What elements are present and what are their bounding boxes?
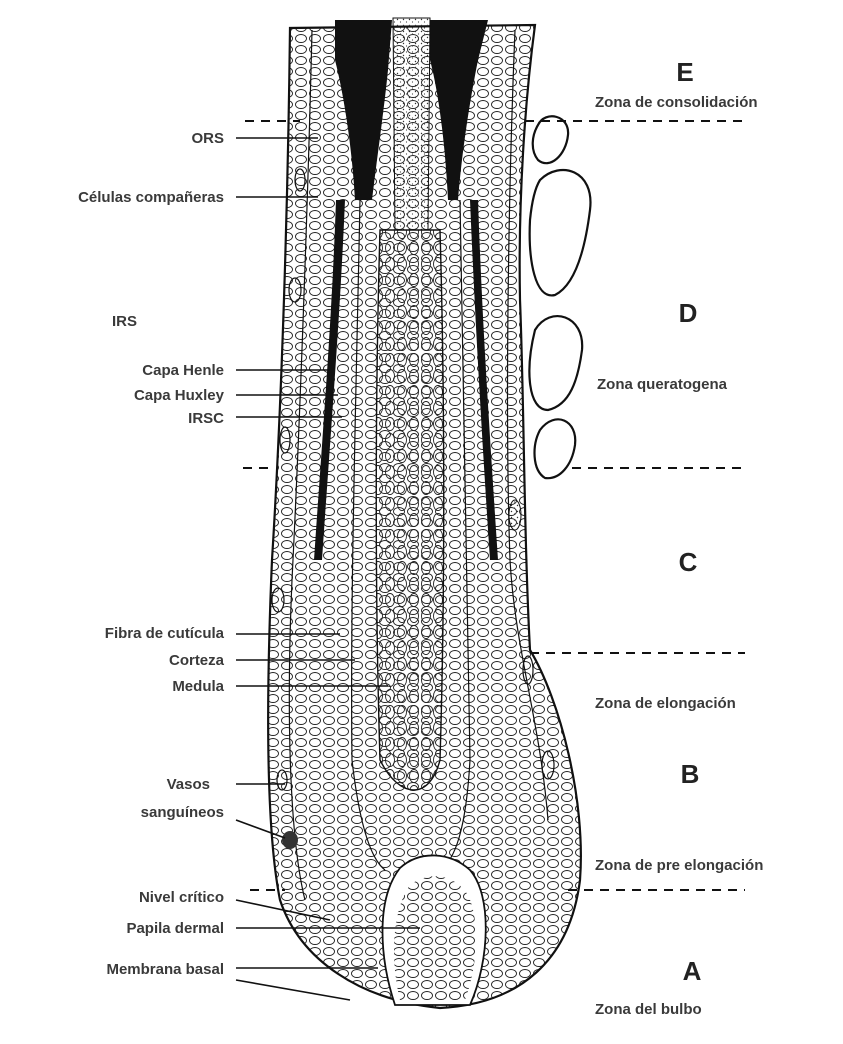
right-capsule-3 (529, 316, 582, 410)
label-irsc: IRSC (188, 410, 224, 427)
leader-basal-membrane-2 (236, 980, 350, 1000)
zone-letter-d: D (679, 298, 698, 328)
follicle-illustration (268, 18, 590, 1008)
label-blood: sanguíneos (141, 804, 224, 821)
vessel-cell-6 (282, 831, 298, 849)
papilla-cells (394, 876, 476, 1000)
vessel-cell-right-1 (509, 500, 521, 530)
zone-letter-c: C (679, 547, 698, 577)
label-medulla: Medula (172, 678, 224, 695)
zone-name-d: Zona queratogena (597, 376, 728, 393)
hair-shaft-stippled (393, 18, 430, 230)
right-capsule-1 (533, 116, 568, 163)
label-henle-layer: Capa Henle (142, 362, 224, 379)
medulla-core (376, 230, 444, 790)
label-irs: IRS (112, 313, 137, 330)
label-vessels: Vasos (167, 776, 210, 793)
label-critical-level: Nivel crítico (139, 889, 224, 906)
zone-name-elongation: Zona de elongación (595, 695, 736, 712)
zone-name-e: Zona de consolidación (595, 94, 758, 111)
right-capsule-2 (530, 170, 591, 295)
label-companion-cells: Células compañeras (78, 189, 224, 206)
label-dermal-papilla: Papila dermal (126, 920, 224, 937)
zone-letter-a: A (683, 956, 702, 986)
label-basal-membrane: Membrana basal (106, 961, 224, 978)
label-cortex: Corteza (169, 652, 225, 669)
zone-name-bulb: Zona del bulbo (595, 1001, 702, 1018)
right-capsule-4 (535, 419, 576, 478)
label-ors: ORS (191, 130, 224, 147)
zone-labels: E Zona de consolidación D Zona queratoge… (595, 57, 763, 1018)
zone-name-pre-elongation: Zona de pre elongación (595, 857, 763, 874)
zone-letter-e: E (676, 57, 693, 87)
structure-labels: ORS Células compañeras IRS Capa Henle Ca… (78, 130, 225, 978)
label-cuticle-fiber: Fibra de cutícula (105, 625, 225, 642)
label-huxley-layer: Capa Huxley (134, 387, 225, 404)
zone-letter-b: B (681, 759, 700, 789)
